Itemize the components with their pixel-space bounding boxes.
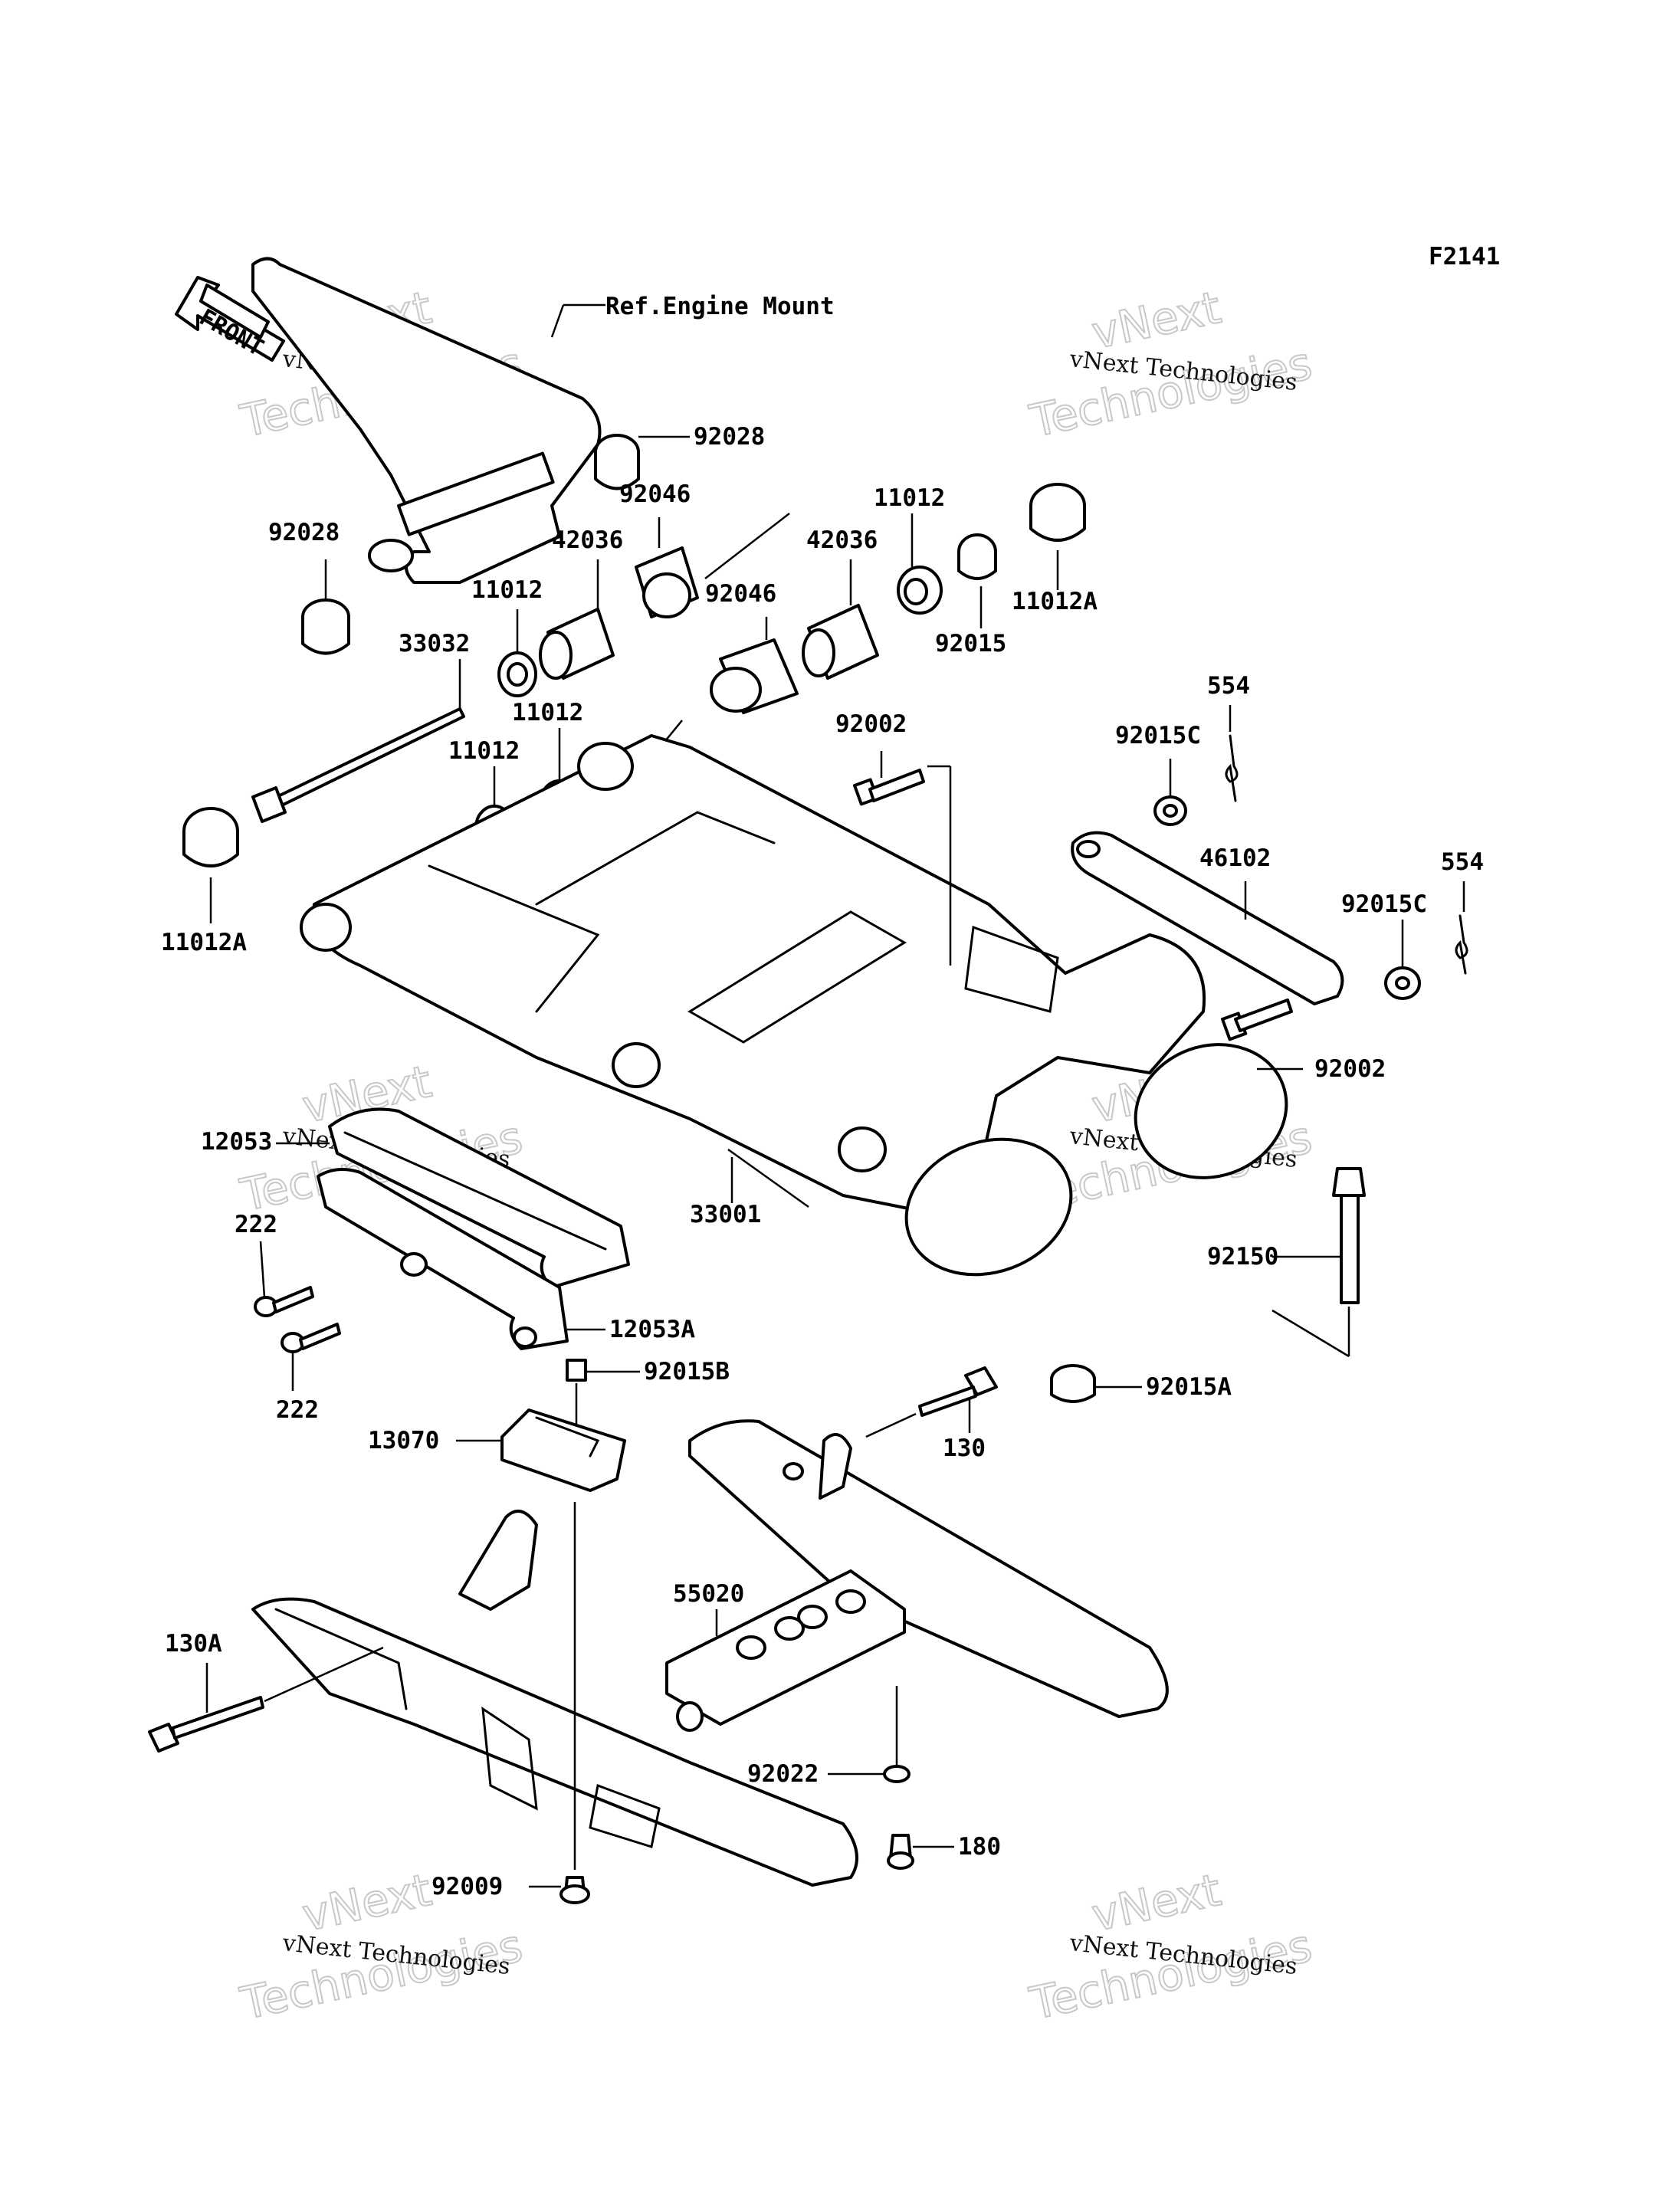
part-92028-top: 92028 (694, 423, 765, 451)
part-92002-right: 92002 (1314, 1055, 1386, 1083)
bolt-130 (865, 1366, 998, 1438)
bushing-92028-top (594, 434, 690, 490)
screw-92009 (529, 1502, 590, 1904)
part-92022: 92022 (747, 1760, 819, 1788)
part-130: 130 (943, 1435, 986, 1462)
part-11012A-right: 11012A (1012, 588, 1098, 615)
seal-11012-a (497, 609, 537, 697)
part-33032: 33032 (399, 630, 470, 657)
watermark-bottom-right: vNext Technologies vNext Technologies (1025, 1863, 1317, 2031)
collar-92015 (957, 533, 997, 628)
part-55020: 55020 (673, 1580, 744, 1608)
part-180: 180 (958, 1833, 1001, 1861)
bolt-92002-top (853, 751, 952, 966)
part-11012-top: 11012 (874, 484, 945, 512)
watermark-vnext: vNext (298, 1864, 436, 1942)
collar-42036-left (539, 559, 615, 680)
nut-92015B (566, 1359, 640, 1425)
part-92046-top: 92046 (619, 480, 691, 508)
swingarm-33001 (300, 734, 1288, 1277)
part-11012-c: 11012 (448, 737, 520, 765)
part-11012-b: 11012 (512, 699, 583, 726)
part-42036-left: 42036 (552, 526, 623, 554)
part-92015B: 92015B (644, 1358, 730, 1385)
part-92028-left: 92028 (268, 519, 340, 546)
nut-92015A (1050, 1364, 1142, 1403)
chain-guard-55020 (251, 1419, 1169, 1887)
part-92150: 92150 (1207, 1243, 1278, 1271)
watermark-vnext: vNext (1088, 281, 1226, 359)
part-222-bottom: 222 (276, 1396, 319, 1424)
nut-92015C-top (1153, 759, 1187, 826)
seal-11012-top (897, 513, 943, 615)
bushing-92028-left (301, 559, 350, 655)
part-46102: 46102 (1199, 844, 1271, 872)
figure-code: F2141 (1429, 243, 1500, 271)
part-92015C-right: 92015C (1341, 890, 1427, 918)
collar-42036-right (802, 559, 879, 680)
part-11012A-left: 11012A (161, 929, 247, 956)
chain-slider-12053A (317, 1168, 605, 1350)
watermark-vnext: vNext (1088, 1864, 1226, 1942)
screw-222-bottom (281, 1323, 341, 1391)
needle-bearing-92046-mid (612, 617, 799, 805)
cotter-pin-554-top (1225, 705, 1239, 802)
part-11012-a: 11012 (471, 576, 543, 604)
part-42036-right: 42036 (806, 526, 878, 554)
part-130A: 130A (165, 1630, 222, 1658)
bolt-92002-right (1221, 998, 1303, 1071)
part-554-top: 554 (1207, 672, 1250, 700)
cotter-pin-554-right (1455, 881, 1468, 975)
part-33001: 33001 (690, 1201, 761, 1228)
cap-11012A-right (1029, 483, 1086, 590)
torque-link-46102 (1071, 831, 1344, 1005)
pivot-shaft-33032 (251, 659, 465, 823)
part-92015A: 92015A (1146, 1373, 1232, 1401)
bolt-92150 (1271, 1167, 1366, 1358)
bolt-130A (148, 1646, 384, 1753)
part-12053A: 12053A (609, 1316, 695, 1343)
ref-engine-mount-label: Ref.Engine Mount (605, 293, 835, 320)
part-222-top: 222 (235, 1211, 277, 1238)
part-92015: 92015 (935, 630, 1006, 657)
washer-92022 (828, 1686, 911, 1783)
needle-bearing-92046-top (635, 513, 790, 618)
part-12053: 12053 (201, 1128, 272, 1156)
screw-222-top (254, 1241, 314, 1317)
part-554-right: 554 (1441, 848, 1484, 876)
part-92015C-top: 92015C (1115, 722, 1201, 749)
part-92002-top: 92002 (835, 710, 907, 738)
part-92009: 92009 (431, 1873, 503, 1900)
nut-92015C-right (1384, 920, 1421, 1000)
part-92046-mid: 92046 (705, 580, 776, 608)
watermark-top-right: vNext Technologies vNext Technologies (1025, 280, 1317, 448)
screw-180 (887, 1834, 954, 1870)
guide-13070 (456, 1408, 626, 1492)
part-13070: 13070 (368, 1427, 439, 1454)
cap-11012A-left (182, 807, 239, 923)
chain-slider-12053 (276, 1107, 630, 1289)
